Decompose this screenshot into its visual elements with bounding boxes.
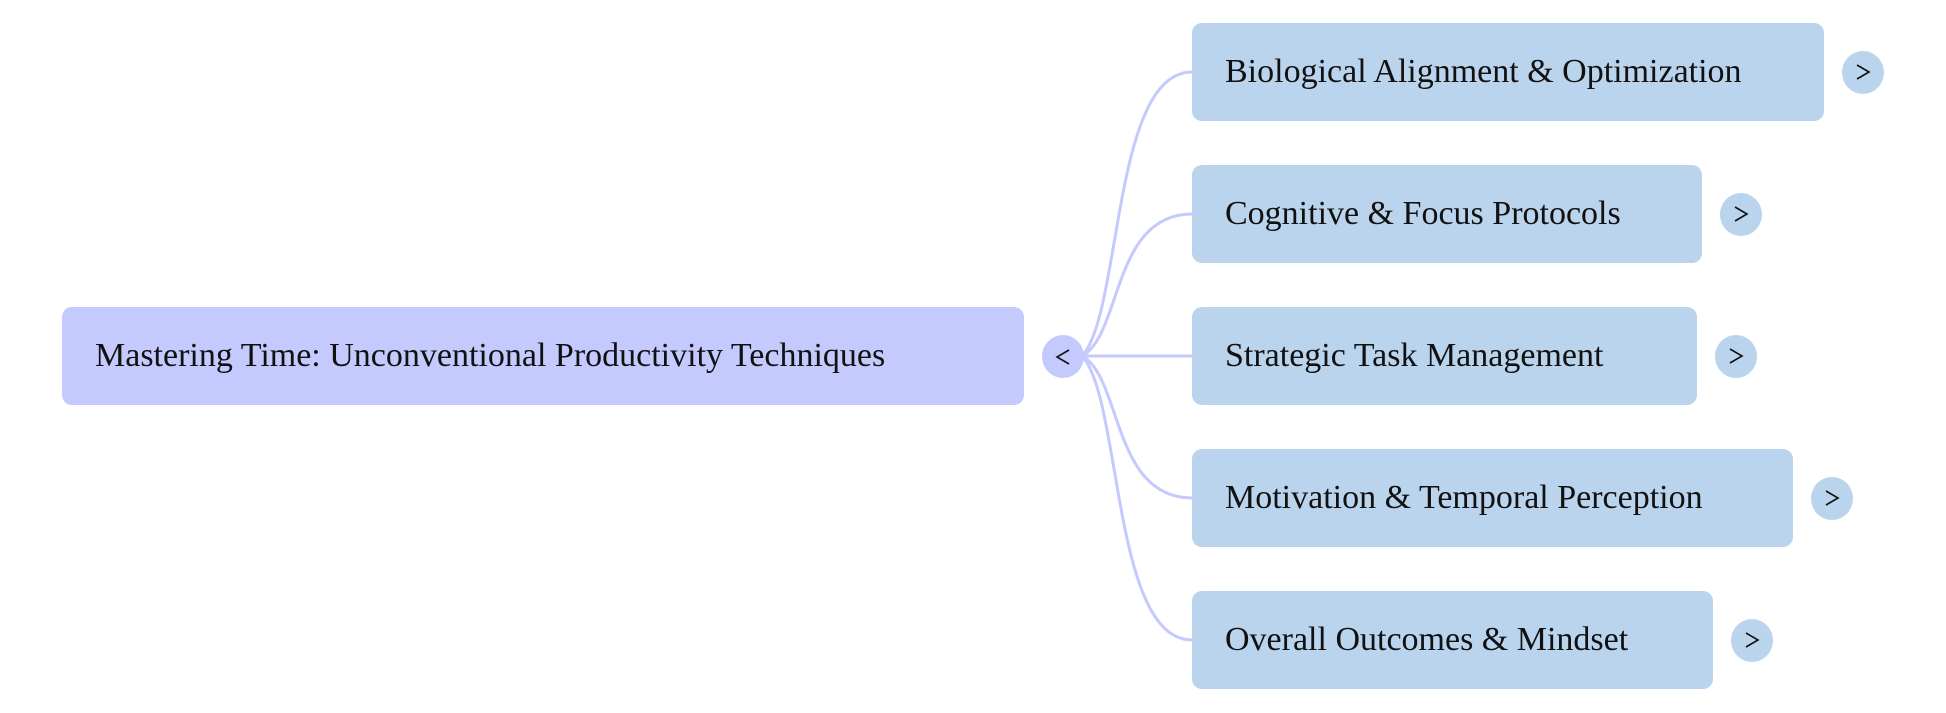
chevron-right-icon xyxy=(1734,206,1749,222)
chevron-right-icon xyxy=(1825,490,1840,506)
connector-motivation-temporal xyxy=(1080,354,1194,500)
chevron-right-icon xyxy=(1856,64,1871,80)
connector-overall-outcomes xyxy=(1080,354,1194,642)
child-node-label: Strategic Task Management xyxy=(1225,337,1604,374)
child-node-cognitive-focus[interactable]: Cognitive & Focus Protocols xyxy=(1192,165,1702,263)
connector-cognitive-focus xyxy=(1080,212,1194,358)
chevron-right-icon xyxy=(1729,348,1744,364)
child-node-biological-alignment[interactable]: Biological Alignment & Optimization xyxy=(1192,23,1824,121)
child-node-strategic-task[interactable]: Strategic Task Management xyxy=(1192,307,1697,405)
root-node[interactable]: Mastering Time: Unconventional Productiv… xyxy=(62,307,1024,405)
root-node-label: Mastering Time: Unconventional Productiv… xyxy=(95,337,886,374)
child-expand-toggle-cognitive-focus[interactable] xyxy=(1720,192,1762,236)
child-node-label: Cognitive & Focus Protocols xyxy=(1225,195,1621,232)
child-expand-toggle-biological-alignment[interactable] xyxy=(1842,50,1884,94)
child-node-motivation-temporal[interactable]: Motivation & Temporal Perception xyxy=(1192,449,1793,547)
child-expand-toggle-strategic-task[interactable] xyxy=(1715,334,1757,378)
child-node-label: Motivation & Temporal Perception xyxy=(1225,479,1703,516)
child-node-label: Overall Outcomes & Mindset xyxy=(1225,621,1629,658)
child-expand-toggle-motivation-temporal[interactable] xyxy=(1811,476,1853,520)
child-node-label: Biological Alignment & Optimization xyxy=(1225,53,1742,90)
chevron-right-icon xyxy=(1745,632,1760,648)
root-collapse-toggle[interactable] xyxy=(1042,335,1084,378)
chevron-left-icon xyxy=(1055,348,1070,365)
connector-biological-alignment xyxy=(1080,70,1194,358)
child-node-overall-outcomes[interactable]: Overall Outcomes & Mindset xyxy=(1192,591,1713,689)
child-expand-toggle-overall-outcomes[interactable] xyxy=(1731,618,1773,662)
